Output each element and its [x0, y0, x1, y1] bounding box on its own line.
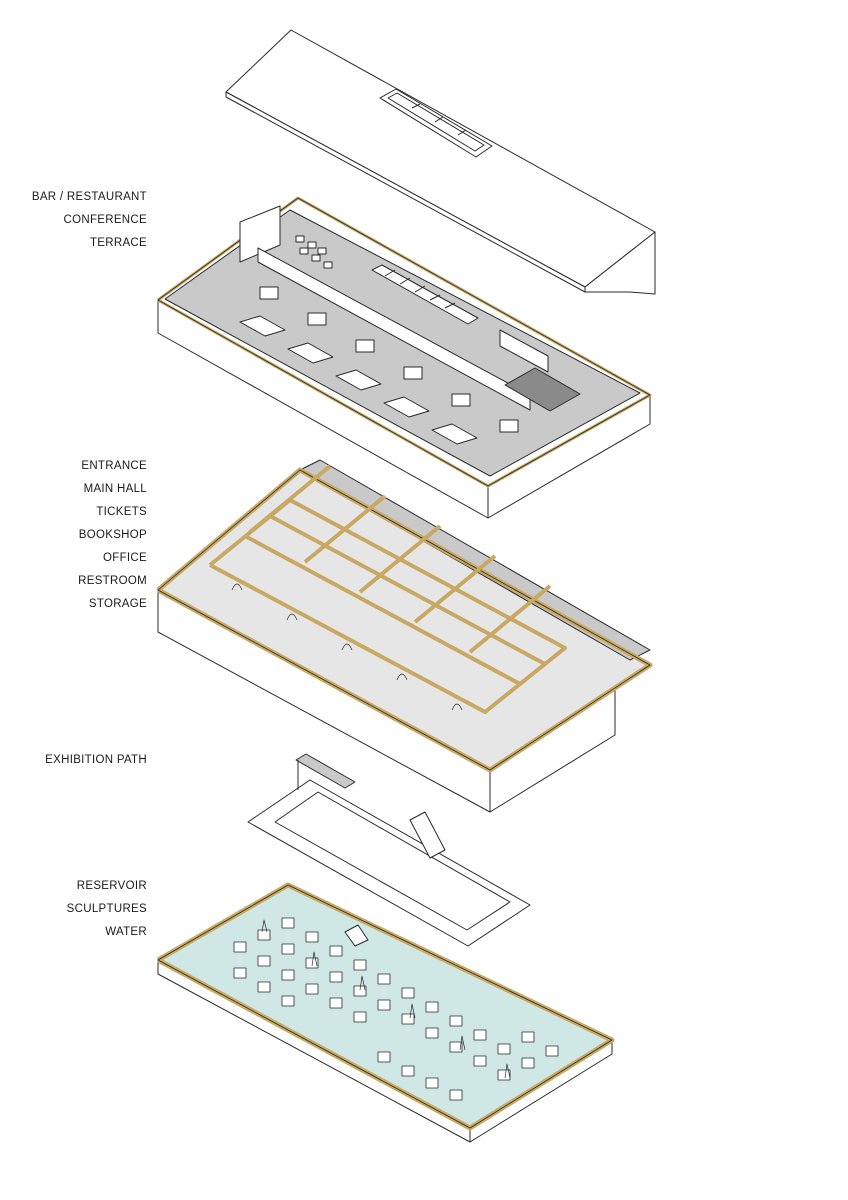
- label-conference: CONFERENCE: [63, 214, 147, 226]
- roof-slab: [225, 29, 656, 295]
- label-restroom: RESTROOM: [78, 575, 147, 587]
- roof-skylight: [379, 88, 493, 158]
- path-ramp: [409, 811, 446, 859]
- ground-floor: [156, 459, 653, 813]
- label-tickets: TICKETS: [96, 506, 147, 518]
- exhibition-path: [247, 753, 531, 947]
- label-exhibition-path: EXHIBITION PATH: [45, 754, 147, 766]
- label-office: OFFICE: [103, 552, 147, 564]
- ground-floor-corridor: [299, 459, 651, 661]
- upper-floor-pedestals: [259, 286, 519, 433]
- labels-ground-floor: ENTRANCE MAIN HALL TICKETS BOOKSHOP OFFI…: [78, 455, 147, 616]
- label-bookshop: BOOKSHOP: [78, 529, 147, 541]
- path-entry: [295, 753, 356, 789]
- label-terrace: TERRACE: [89, 237, 147, 249]
- upper-floor-tables: [295, 235, 333, 269]
- upper-floor-back-wall: [239, 205, 281, 263]
- label-reservoir: RESERVOIR: [76, 880, 147, 892]
- ground-floor-arches: [231, 583, 463, 711]
- reservoir-columns: [233, 917, 559, 1101]
- labels-basement: RESERVOIR SCULPTURES WATER: [67, 875, 147, 944]
- upper-floor-stair: [371, 264, 479, 325]
- label-main-hall: MAIN HALL: [83, 483, 147, 495]
- label-bar-restaurant: BAR / RESTAURANT: [31, 191, 147, 203]
- reservoir: [156, 882, 615, 1143]
- reservoir-stair: [344, 924, 369, 947]
- upper-floor-benches: [239, 315, 478, 445]
- labels-upper-floor: BAR / RESTAURANT CONFERENCE TERRACE: [32, 186, 147, 255]
- path-inner: [274, 791, 511, 931]
- label-entrance: ENTRANCE: [81, 460, 147, 472]
- upper-floor-core: [499, 329, 549, 373]
- conference-seating: [504, 367, 581, 412]
- roof-side-face: [584, 231, 656, 295]
- labels-path: EXHIBITION PATH: [45, 749, 147, 772]
- upper-floor-partition: [257, 247, 531, 411]
- label-water: WATER: [105, 926, 147, 938]
- upper-floor: [157, 196, 652, 519]
- label-sculptures: SCULPTURES: [66, 903, 147, 915]
- ground-floor-vault-grid: [208, 464, 567, 714]
- reservoir-sculptures: [261, 919, 511, 1079]
- label-storage: STORAGE: [88, 598, 147, 610]
